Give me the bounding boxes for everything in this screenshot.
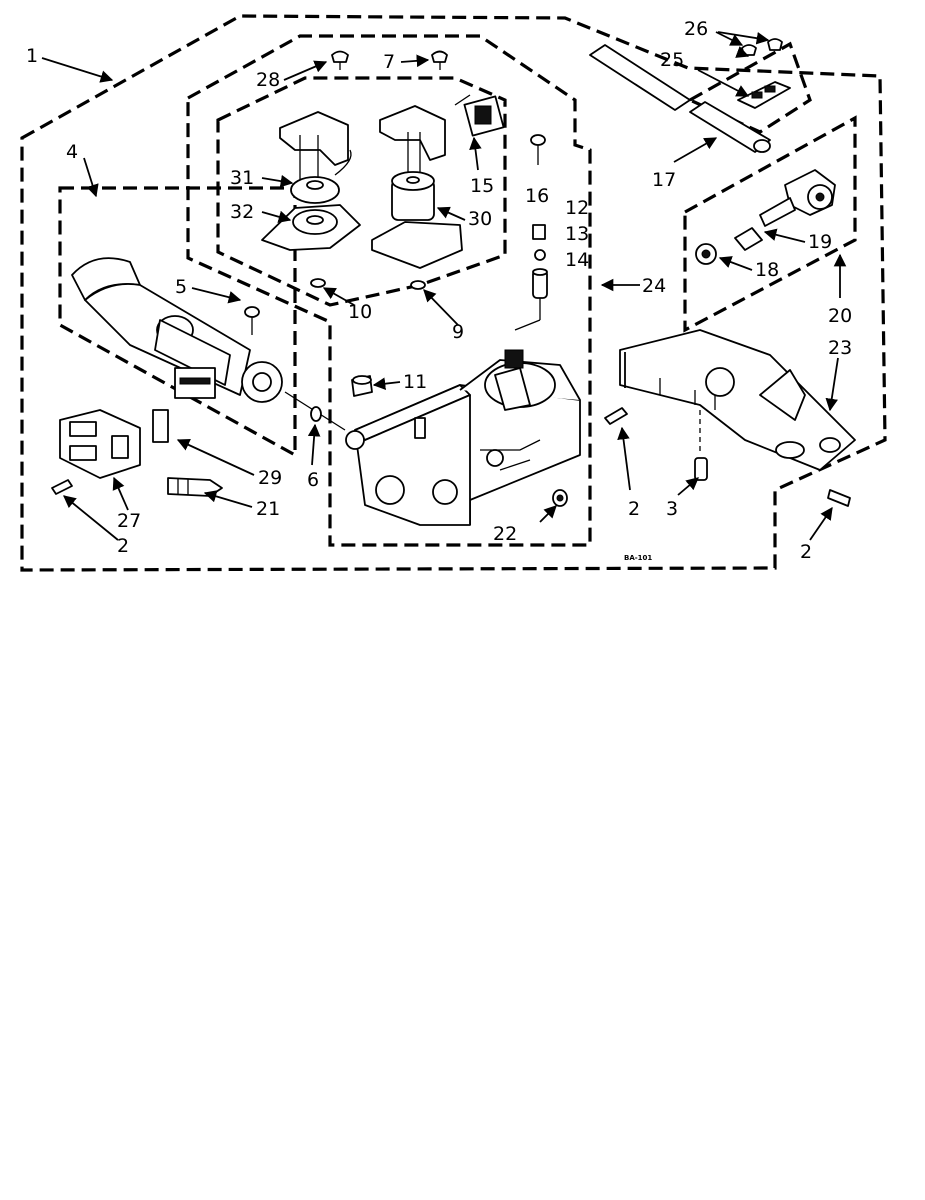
washer-10	[310, 278, 326, 288]
callout-31: 31	[230, 167, 254, 189]
parts	[51, 38, 856, 526]
outline-main-assembly	[20, 14, 887, 572]
orifice-19	[734, 227, 763, 251]
callout-22: 22	[493, 523, 517, 545]
ball-13	[534, 249, 546, 261]
part-6	[310, 406, 322, 422]
valve-20	[759, 169, 836, 227]
spud-18	[695, 243, 717, 265]
bracket-25	[737, 81, 791, 109]
screw-28	[331, 50, 349, 70]
callout-4: 4	[66, 141, 78, 163]
callout-20: 20	[828, 305, 852, 327]
screw-16	[530, 134, 546, 165]
leader-lines	[41, 31, 847, 541]
callout-25: 25	[660, 49, 684, 71]
outline-valve-group	[186, 34, 592, 547]
callout-labels: 1 4 5 28 7 31 32 30 15 16 12 13 14 10 9 …	[26, 18, 852, 563]
pin-3	[694, 457, 708, 481]
callout-21: 21	[256, 498, 280, 520]
callout-13: 13	[565, 223, 589, 245]
callout-23: 23	[828, 337, 852, 359]
spring-12	[532, 224, 546, 240]
assembly-outlines	[20, 14, 887, 572]
callout-30: 30	[468, 208, 492, 230]
callout-6: 6	[307, 469, 319, 491]
screw-26-a	[741, 44, 757, 56]
sleeve-14	[532, 268, 548, 299]
callout-3: 3	[666, 498, 678, 520]
solenoid-right	[371, 105, 463, 269]
callout-9: 9	[452, 321, 464, 343]
callout-26: 26	[684, 18, 708, 40]
screw-5	[244, 306, 260, 335]
plate-29	[152, 409, 169, 443]
callout-2-right: 2	[800, 541, 812, 563]
screw-2-right	[827, 489, 851, 507]
outline-burner-group	[58, 186, 297, 458]
callout-2-left: 2	[117, 535, 129, 557]
callout-17: 17	[652, 169, 676, 191]
manifold-bracket-23	[619, 329, 856, 471]
leader-hidden-valve	[514, 319, 541, 331]
nut-22	[552, 489, 568, 507]
callout-1: 1	[26, 45, 38, 67]
callout-5: 5	[175, 276, 187, 298]
callout-11: 11	[403, 371, 427, 393]
diagram-code: BA-101	[624, 554, 652, 562]
solenoid-left	[261, 111, 361, 251]
callout-32: 32	[230, 201, 254, 223]
screw-26-b	[767, 38, 783, 51]
callout-29: 29	[258, 467, 282, 489]
callout-10: 10	[348, 301, 372, 323]
callout-12: 12	[565, 197, 589, 219]
switch	[454, 94, 505, 137]
bracket-27	[59, 409, 141, 479]
outline-solenoid-group	[216, 76, 507, 307]
nut-11	[351, 375, 373, 397]
screw-7	[431, 50, 448, 70]
thermocouple-21	[167, 477, 223, 497]
washer-9	[410, 280, 426, 290]
callout-18: 18	[755, 259, 779, 281]
screw-2-mid	[604, 407, 628, 425]
callout-27: 27	[117, 510, 141, 532]
callout-16: 16	[525, 185, 549, 207]
callout-14: 14	[565, 249, 589, 271]
tube-17	[589, 44, 771, 153]
callout-19: 19	[808, 231, 832, 253]
valve-body	[345, 349, 581, 526]
burner-assembly	[71, 257, 346, 431]
callout-28: 28	[256, 69, 280, 91]
callout-24: 24	[642, 275, 666, 297]
screw-2-left	[51, 479, 73, 495]
callout-2-mid: 2	[628, 498, 640, 520]
callout-7: 7	[383, 51, 395, 73]
callout-15: 15	[470, 175, 494, 197]
outline-valve-subgroup	[683, 115, 857, 333]
